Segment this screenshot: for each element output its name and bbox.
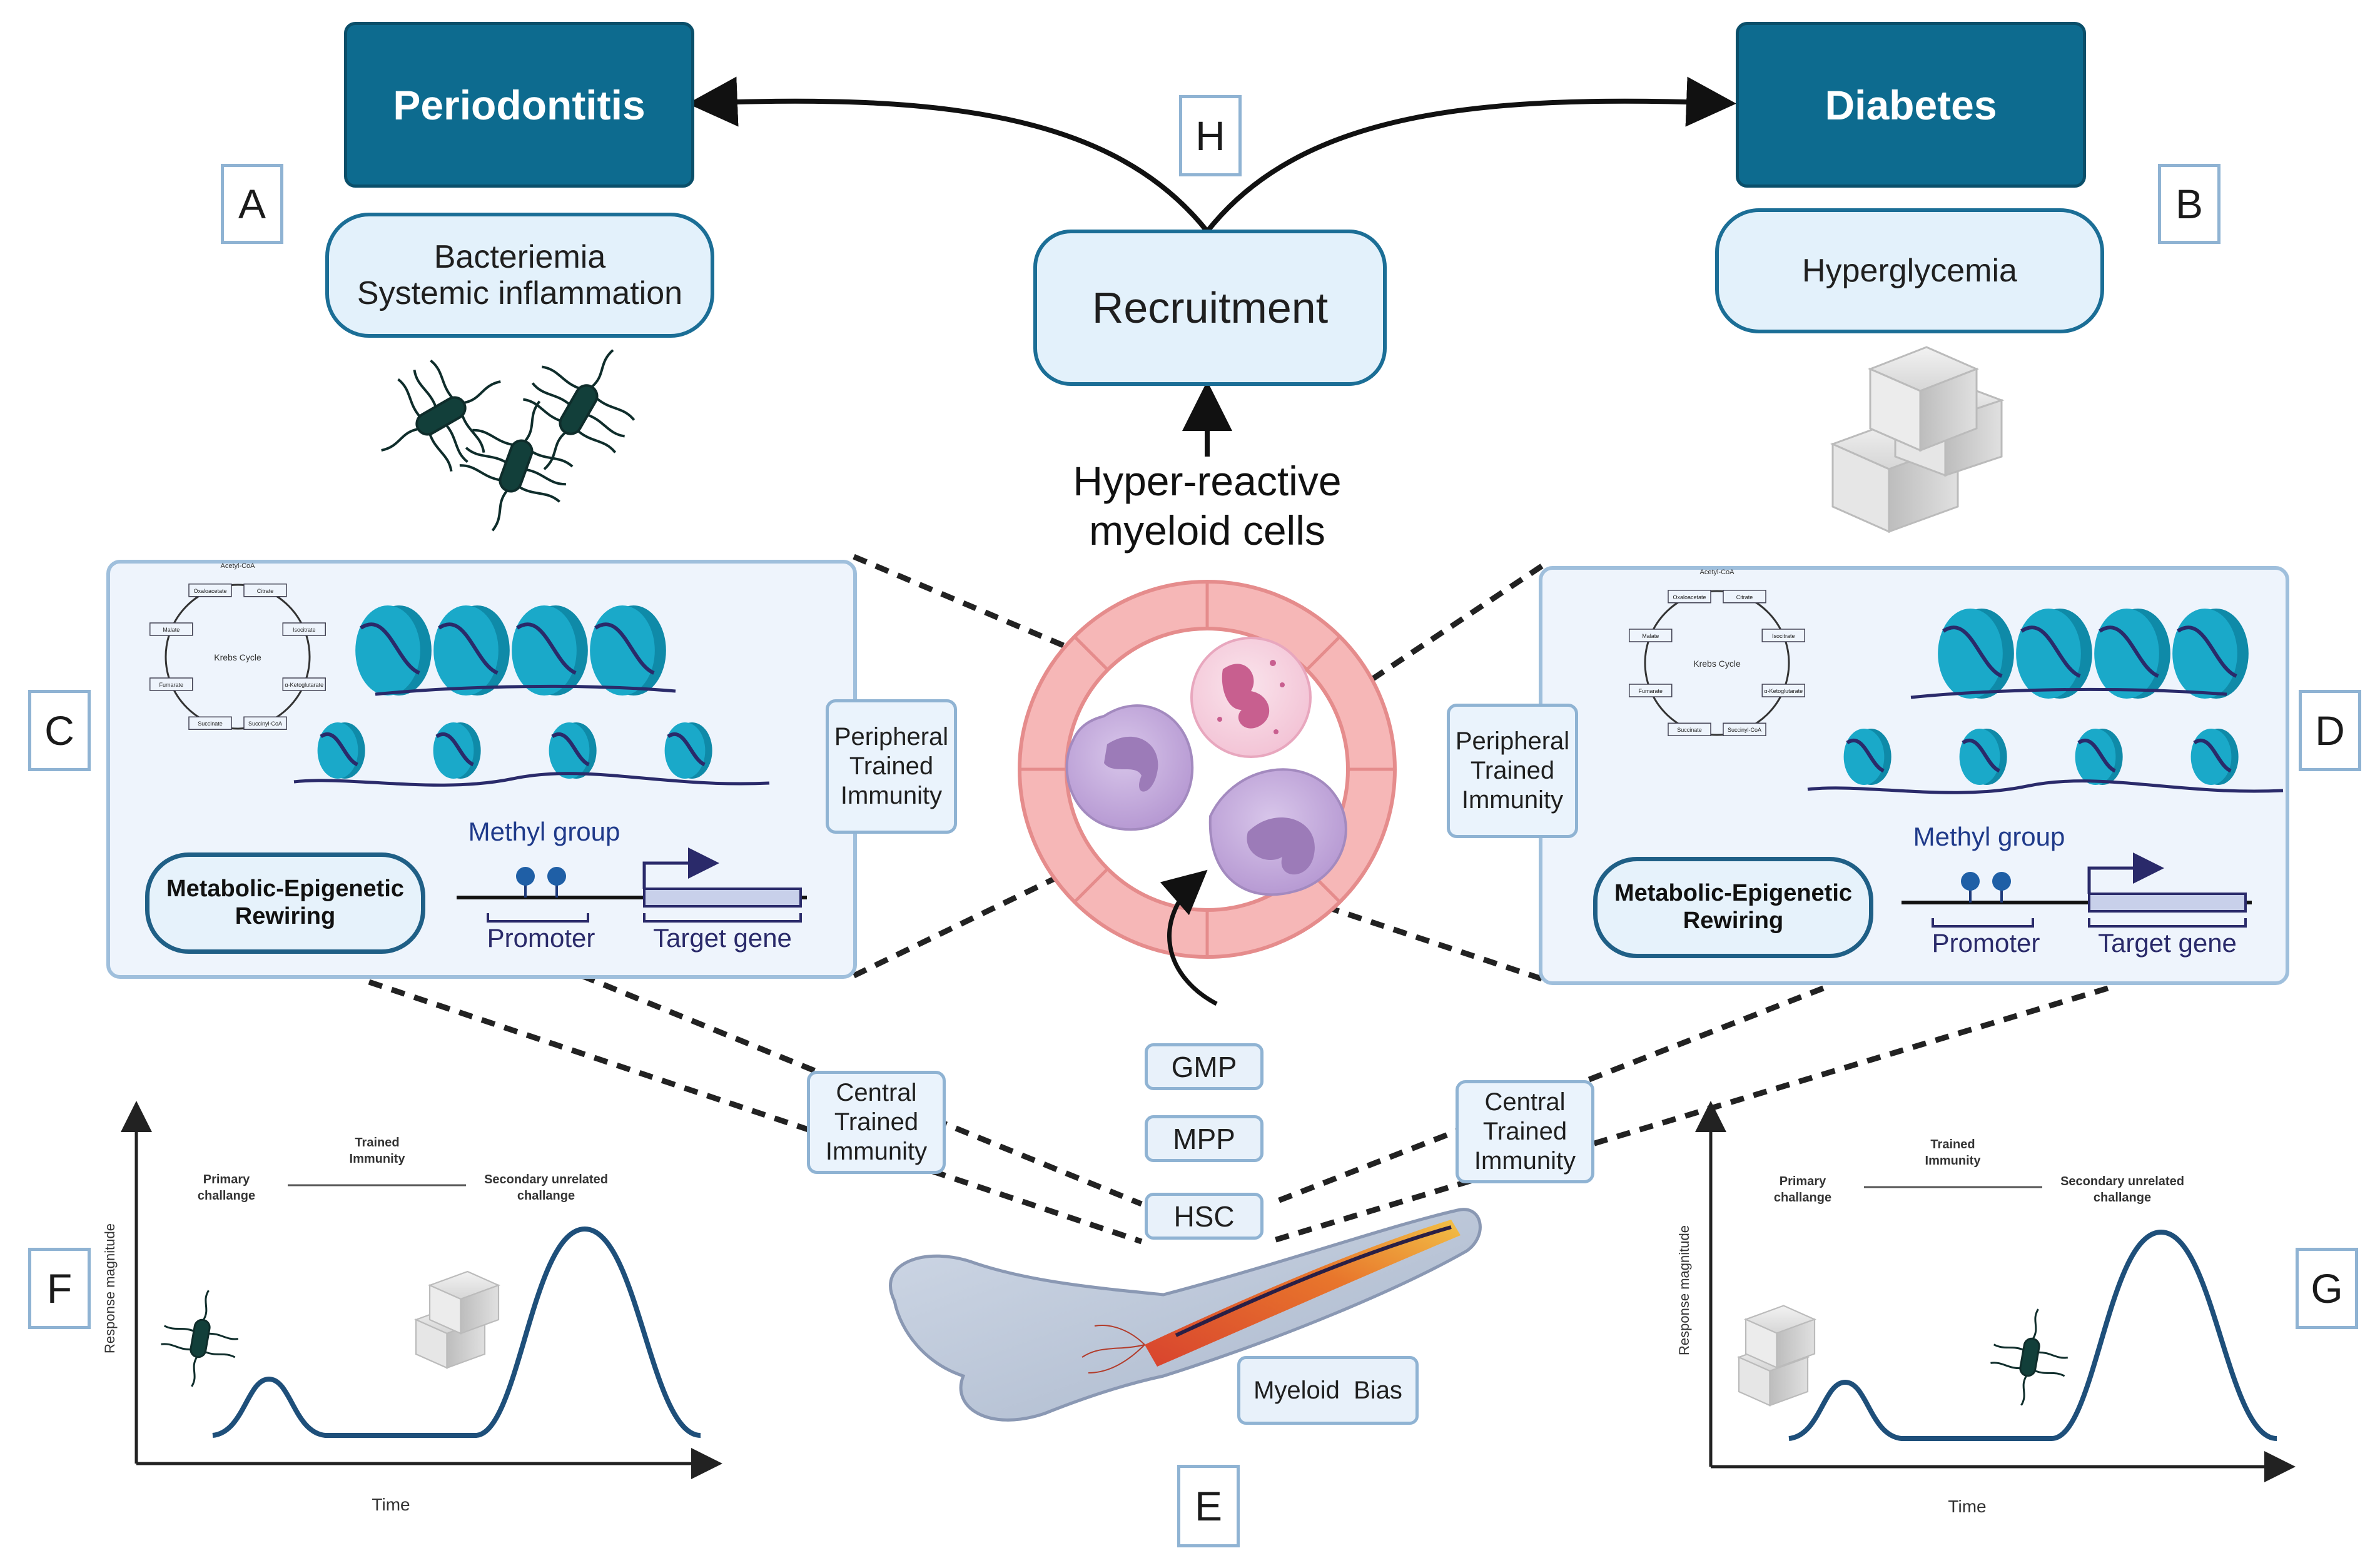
label-g: G bbox=[2296, 1248, 2358, 1329]
xlabel-g: Time bbox=[1948, 1497, 1986, 1516]
ti-line: Immunity bbox=[840, 782, 943, 810]
ti-line: Immunity bbox=[825, 1138, 928, 1166]
graph-f: Response magnitude Time Primary challang… bbox=[102, 1101, 722, 1514]
methyl-group-label-left: Methyl group bbox=[468, 817, 620, 846]
methyl-group-label-right: Methyl group bbox=[1913, 822, 2065, 851]
ylabel-g: Response magnitude bbox=[1676, 1225, 1692, 1355]
trained-label-f-2: Immunity bbox=[350, 1152, 406, 1166]
entry-arrow bbox=[1160, 869, 1218, 1006]
ti-line: Central bbox=[1484, 1088, 1566, 1116]
rewiring-line: Metabolic-Epigenetic bbox=[166, 876, 405, 903]
myeloid-bias-box: Myeloid Bias bbox=[1237, 1356, 1419, 1425]
monocyte-icon-right bbox=[1208, 768, 1347, 896]
primary-label-g-1: Primary bbox=[1780, 1175, 1826, 1188]
secondary-label-f-2: challange bbox=[517, 1189, 575, 1203]
ti-line: Immunity bbox=[1461, 786, 1564, 814]
primary-label-f-1: Primary bbox=[203, 1173, 250, 1186]
sugar-cubes-icon-g bbox=[1737, 1305, 1816, 1407]
trained-label-g-2: Immunity bbox=[1925, 1154, 1982, 1168]
label-c: C bbox=[28, 690, 91, 771]
label-b: B bbox=[2158, 164, 2221, 244]
hsc-box: HSC bbox=[1145, 1193, 1263, 1240]
ylabel-f: Response magnitude bbox=[102, 1223, 118, 1353]
label-f: F bbox=[28, 1248, 91, 1329]
gmp-box: GMP bbox=[1145, 1043, 1263, 1090]
bone-icon bbox=[889, 1208, 1482, 1422]
response-curve-g bbox=[1788, 1229, 2277, 1441]
secondary-label-f-1: Secondary unrelated bbox=[484, 1173, 608, 1186]
trained-label-g-1: Trained bbox=[1930, 1138, 1975, 1151]
bacteremia-line1: Bacteriemia bbox=[433, 238, 606, 275]
promoter-label-left: Promoter bbox=[487, 923, 595, 953]
ti-line: Trained bbox=[1470, 756, 1555, 784]
bacteremia-line2: Systemic inflammation bbox=[357, 275, 683, 311]
ti-line: Trained bbox=[834, 1108, 919, 1136]
target-gene-label-right: Target gene bbox=[2098, 928, 2237, 958]
hyper-reactive-myeloid-label: Hyper-reactive myeloid cells bbox=[1020, 457, 1395, 555]
rewiring-line: Metabolic-Epigenetic bbox=[1614, 880, 1853, 907]
blood-vessel-icon bbox=[1018, 580, 1397, 1006]
diabetes-box: Diabetes bbox=[1736, 22, 2086, 188]
bacteria-icon-f bbox=[161, 1290, 239, 1387]
xlabel-f: Time bbox=[372, 1495, 410, 1514]
ti-line: Trained bbox=[1482, 1117, 1567, 1145]
secondary-label-g-1: Secondary unrelated bbox=[2060, 1175, 2184, 1188]
graph-g: Response magnitude Time Primary challang… bbox=[1676, 1101, 2296, 1516]
ti-line: Trained bbox=[849, 752, 934, 780]
neutrophil-icon bbox=[1190, 637, 1312, 758]
label-h: H bbox=[1179, 95, 1242, 176]
sugar-cubes-icon bbox=[1830, 346, 2005, 534]
arrow-to-diabetes bbox=[1205, 76, 1736, 233]
ti-line: Central bbox=[836, 1078, 917, 1106]
response-curve-f bbox=[212, 1226, 701, 1438]
ti-line: Immunity bbox=[1474, 1147, 1576, 1175]
arrow-to-periodontitis bbox=[687, 76, 1210, 233]
promoter-label-right: Promoter bbox=[1932, 928, 2040, 958]
rewiring-line: Rewiring bbox=[235, 903, 336, 929]
hyper-line2: myeloid cells bbox=[1089, 507, 1325, 554]
hyper-line1: Hyper-reactive bbox=[1073, 458, 1342, 504]
bacteria-icon-g bbox=[1990, 1308, 2069, 1406]
target-gene-label-left: Target gene bbox=[653, 923, 792, 953]
primary-label-f-2: challange bbox=[198, 1189, 255, 1203]
hyperglycemia-pill: Hyperglycemia bbox=[1715, 208, 2104, 333]
label-a: A bbox=[221, 164, 283, 244]
label-d: D bbox=[2299, 690, 2361, 771]
periodontitis-box: Periodontitis bbox=[344, 22, 694, 188]
sugar-cubes-icon-f bbox=[414, 1270, 500, 1369]
secondary-label-g-2: challange bbox=[2094, 1191, 2151, 1205]
rewiring-line: Rewiring bbox=[1683, 908, 1784, 934]
recruitment-pill: Recruitment bbox=[1033, 230, 1387, 386]
trained-label-f-1: Trained bbox=[355, 1136, 399, 1150]
monocyte-icon-left bbox=[1065, 704, 1194, 831]
primary-label-g-2: challange bbox=[1774, 1191, 1831, 1205]
bacteria-icon bbox=[381, 349, 636, 532]
ti-line: Peripheral bbox=[834, 722, 949, 751]
mpp-box: MPP bbox=[1145, 1115, 1263, 1162]
label-e: E bbox=[1177, 1465, 1240, 1547]
ti-line: Peripheral bbox=[1455, 727, 1570, 755]
